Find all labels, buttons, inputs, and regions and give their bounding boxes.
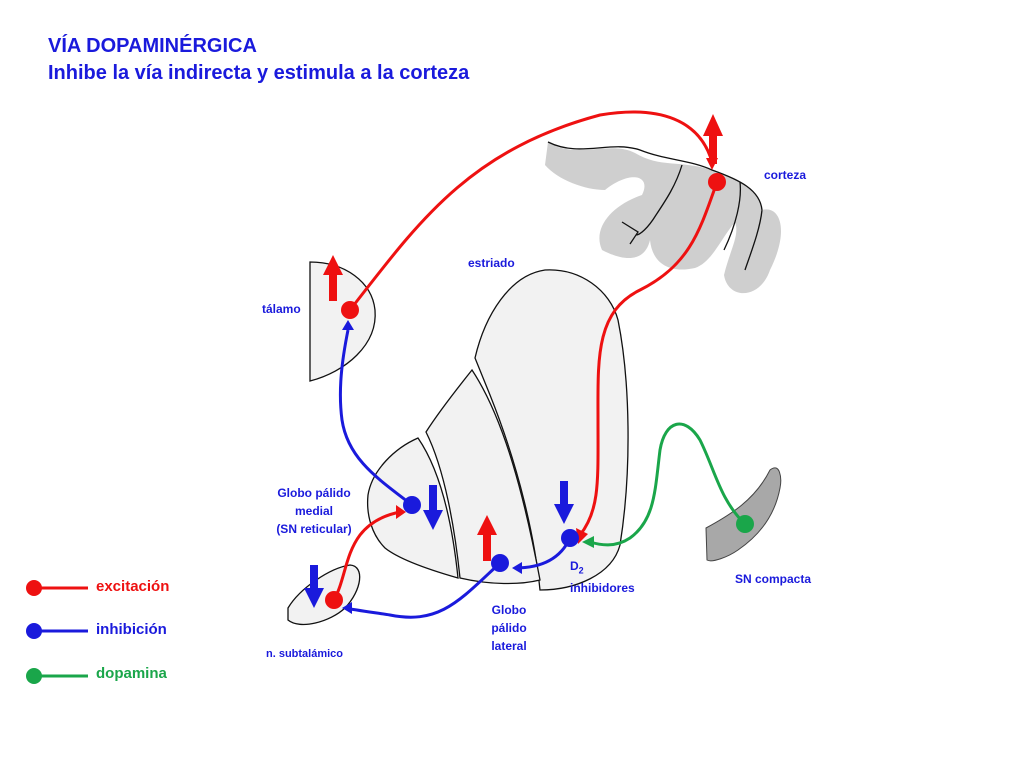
cortex-to-striatum-pathway [578,181,719,536]
cortex-gyrus-shape [545,142,782,294]
subthalamic-to-gpm-pathway [332,510,401,601]
up-arrow-thalamus-icon [323,255,343,301]
label-globo-palido-lateral: Globo pálido lateral [470,601,548,655]
striatum-d2-neuron [561,529,579,547]
subthalamic-neuron [325,591,343,609]
title-line-2: Inhibe la vía indirecta y estimula a la … [48,62,470,84]
label-gpm-line-1: Globo pálido [277,486,351,500]
thalamus-to-cortex-pathway [348,110,714,311]
legend-excitacion-label: excitación [96,578,170,595]
sn-compacta-neuron [736,515,754,533]
cortex-structure [545,141,782,294]
cortex-sulcus-lines [547,141,763,271]
up-arrow-cortex-icon [703,114,723,164]
legend-excitation-symbol [26,580,88,596]
cortex-neuron [708,173,726,191]
thalamus-inhibition-terminal [342,320,354,330]
label-subtalamico: n. subtalámico [266,648,344,660]
label-estriado: estriado [468,256,515,270]
legend-dopamina-label: dopamina [96,665,167,682]
legend-inhibition-symbol [26,623,88,639]
gpm-to-thalamus-pathway [338,329,413,507]
down-arrow-gpm-icon [423,485,443,530]
label-gpl-line-1: Globo [491,603,527,617]
label-inhibidores: inhibidores [570,581,635,596]
subthalamic-nucleus-structure [287,564,361,626]
gpl-neuron [491,554,509,572]
label-gpl-line-2: pálido [491,621,527,635]
label-talamo: tálamo [262,302,301,316]
label-d2: D2 [570,557,635,579]
label-gpl-line-3: lateral [491,639,527,653]
gpm-excitation-terminal [396,505,406,519]
label-gpm-line-2: medial [294,504,333,518]
label-d2-main: D [570,559,579,573]
up-arrow-gpl-icon [477,515,497,561]
globus-pallidus-lateral-structure [425,368,541,585]
subthalamic-inhibition-terminal [342,602,352,614]
label-corteza: corteza [764,168,807,182]
title-line-1: VÍA DOPAMINÉRGICA [48,35,257,57]
striatum-excitation-terminal [576,528,588,544]
down-arrow-striatum-icon [554,481,574,524]
excitation-pathways [332,110,719,601]
label-d2-subscript: 2 [578,565,584,576]
thalamus-structure [309,261,376,382]
thalamus-neuron [341,301,359,319]
gpm-neuron [403,496,421,514]
label-sn-compacta: SN compacta [735,572,812,586]
label-globo-palido-medial: Globo pálido medial (SN reticular) [248,484,380,538]
label-d2-inhibidores: D2 inhibidores [570,557,635,597]
striatum-dopamine-terminal [582,536,594,548]
label-gpm-line-3: (SN reticular) [276,522,352,536]
gpl-to-subthalamic-pathway [344,561,502,619]
sn-compacta-structure [705,467,782,562]
sn-compacta-to-striatum-pathway [589,422,747,547]
gpl-inhibition-terminal [512,562,522,574]
down-arrow-subthalamic-icon [304,565,324,608]
legend-inhibicion-label: inhibición [96,621,167,638]
legend-dopamine-symbol [26,668,88,684]
